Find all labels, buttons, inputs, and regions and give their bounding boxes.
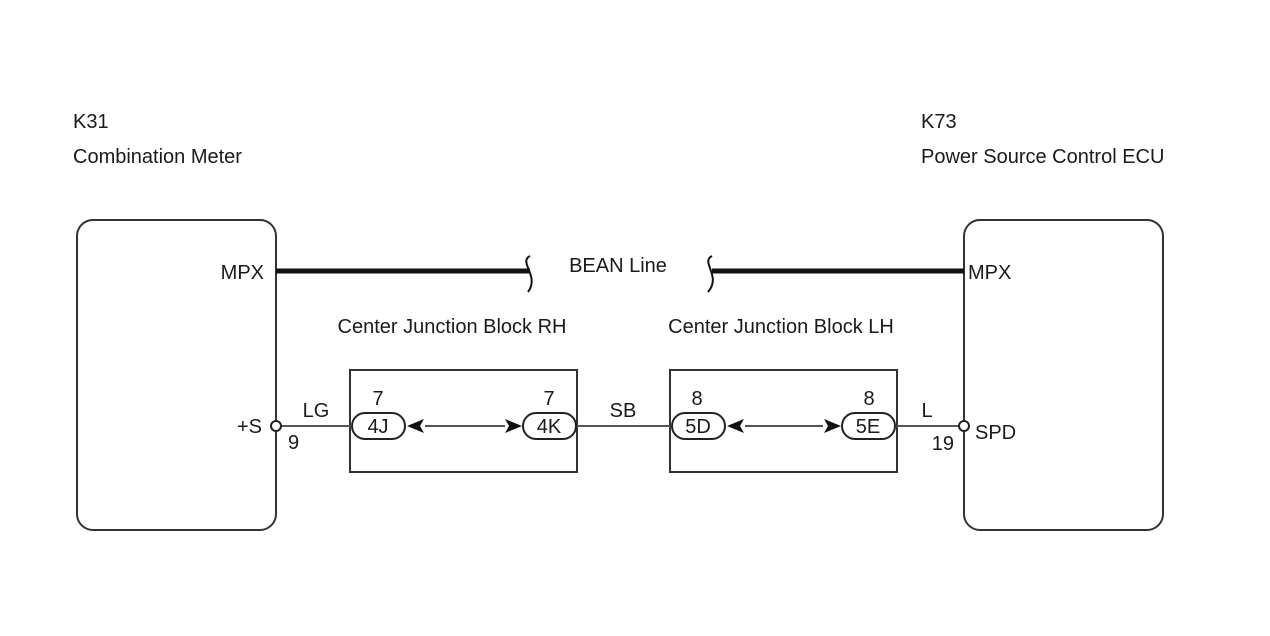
connector-5e-terminal-icon xyxy=(824,419,841,433)
right-mpx-label: MPX xyxy=(968,262,1011,284)
wire-color-l: L xyxy=(921,400,932,422)
jb-rh-name: Center Junction Block RH xyxy=(338,316,567,338)
bean-line-label: BEAN Line xyxy=(569,255,667,277)
right-speed-terminal xyxy=(958,420,970,432)
left-ecu-name: Combination Meter xyxy=(73,146,242,168)
connector-4j xyxy=(351,412,406,440)
left-mpx-label: MPX xyxy=(221,262,264,284)
connector-4j-terminal-icon xyxy=(407,419,424,433)
jb-rh-box xyxy=(349,369,578,473)
connector-4k xyxy=(522,412,577,440)
connector-4k-terminal-icon xyxy=(505,419,522,433)
bean-line-break-right xyxy=(707,255,714,293)
left-speed-pin-label: +S xyxy=(237,416,262,438)
connector-5e xyxy=(841,412,896,440)
connector-4k-label: 4K xyxy=(537,416,562,438)
left-ecu-box xyxy=(76,219,277,531)
left-ecu-code: K31 xyxy=(73,111,109,133)
left-speed-terminal xyxy=(270,420,282,432)
wire-color-lg: LG xyxy=(303,400,330,422)
jb-lh-box xyxy=(669,369,898,473)
right-ecu-box xyxy=(963,219,1164,531)
wire-color-sb: SB xyxy=(610,400,637,422)
jb-lh-name: Center Junction Block LH xyxy=(668,316,894,338)
connector-5d-pin: 8 xyxy=(691,388,702,410)
connector-5d-label: 5D xyxy=(685,416,711,438)
left-speed-pin-no: 9 xyxy=(288,432,299,454)
right-speed-pin-label: SPD xyxy=(975,422,1016,444)
bean-line-break-left xyxy=(525,255,533,293)
right-ecu-code: K73 xyxy=(921,111,957,133)
right-ecu-name: Power Source Control ECU xyxy=(921,146,1164,168)
connector-5d-terminal-icon xyxy=(727,419,744,433)
connector-5e-label: 5E xyxy=(856,416,880,438)
connector-5e-pin: 8 xyxy=(863,388,874,410)
connector-4j-pin: 7 xyxy=(372,388,383,410)
connector-4j-label: 4J xyxy=(367,416,388,438)
connector-5d xyxy=(671,412,726,440)
right-speed-pin-no: 19 xyxy=(932,433,954,455)
connector-4k-pin: 7 xyxy=(543,388,554,410)
